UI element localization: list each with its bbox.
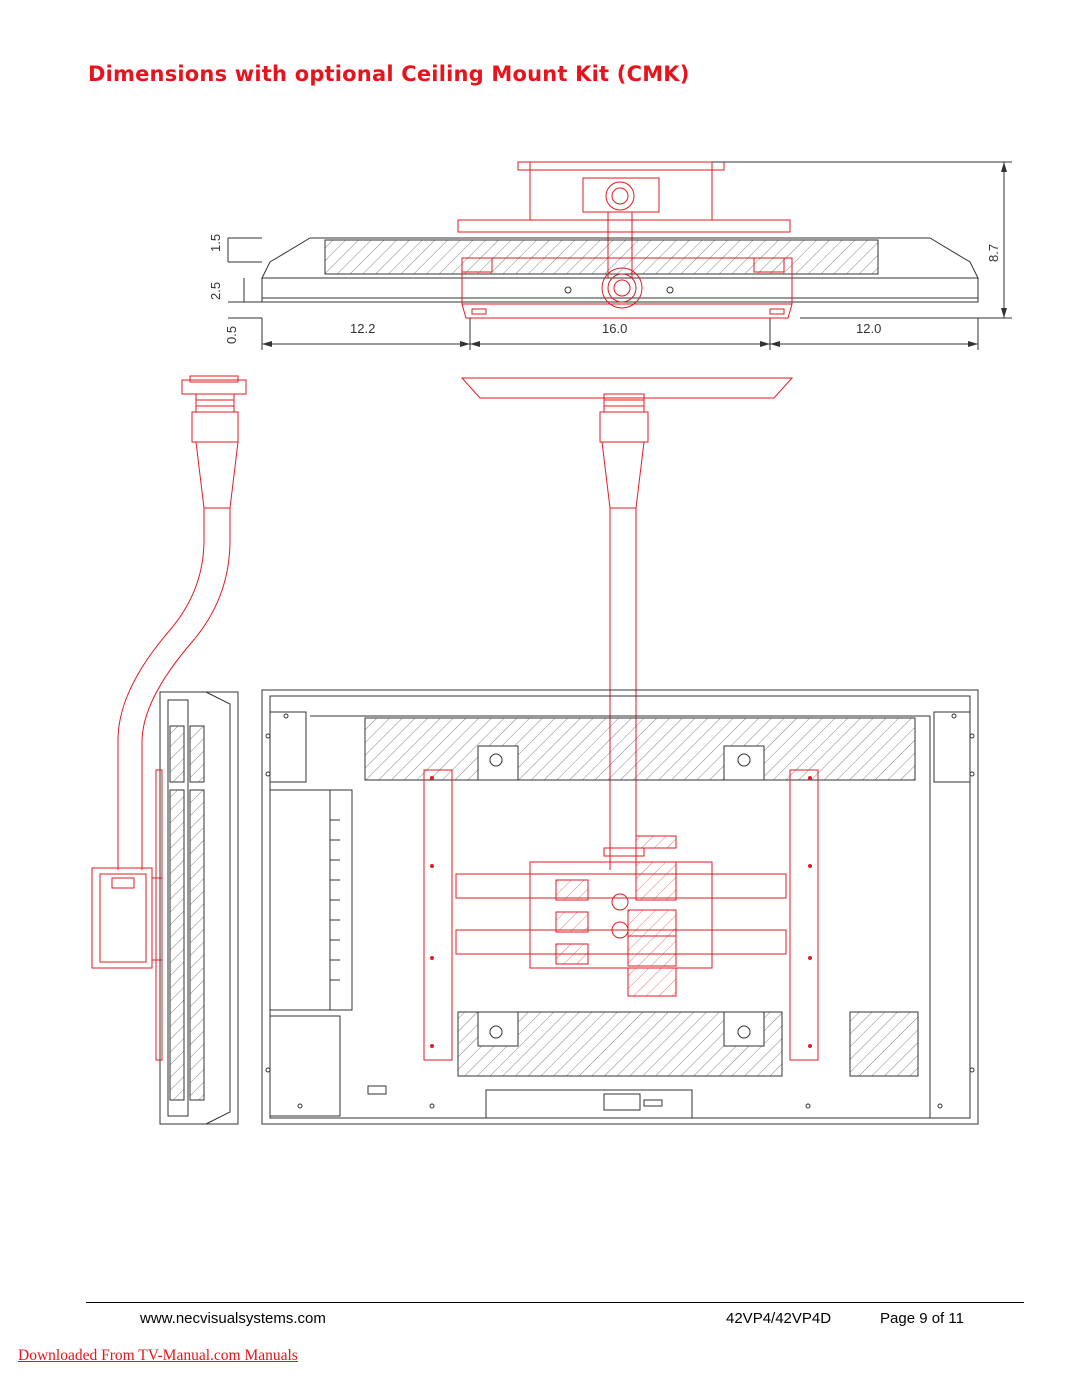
footer-model: 42VP4/42VP4D: [726, 1310, 832, 1327]
dim-label-12-0: 12.0: [856, 321, 881, 336]
footer-page-number: Page 9 of 11: [880, 1310, 964, 1327]
top-view: 1.5 2.5 0.5 8.7 12.2 16.0 12.0: [208, 161, 1012, 350]
dim-label-0-5: 0.5: [224, 326, 239, 344]
front-view: [261, 377, 979, 1125]
side-view: [91, 375, 247, 1125]
footer-divider: [86, 1302, 1024, 1303]
dim-label-1-5: 1.5: [208, 234, 223, 252]
dim-label-16-0: 16.0: [602, 321, 627, 336]
footer-website: www.necvisualsystems.com: [140, 1310, 326, 1327]
technical-drawing: 1.5 2.5 0.5 8.7 12.2 16.0 12.0: [91, 161, 1012, 1125]
dim-label-2-5: 2.5: [208, 282, 223, 300]
dim-label-8-7: 8.7: [986, 244, 1001, 262]
dim-label-12-2: 12.2: [350, 321, 375, 336]
page-title: Dimensions with optional Ceiling Mount K…: [88, 62, 690, 86]
download-source-link[interactable]: Downloaded From TV-Manual.com Manuals: [18, 1347, 298, 1364]
